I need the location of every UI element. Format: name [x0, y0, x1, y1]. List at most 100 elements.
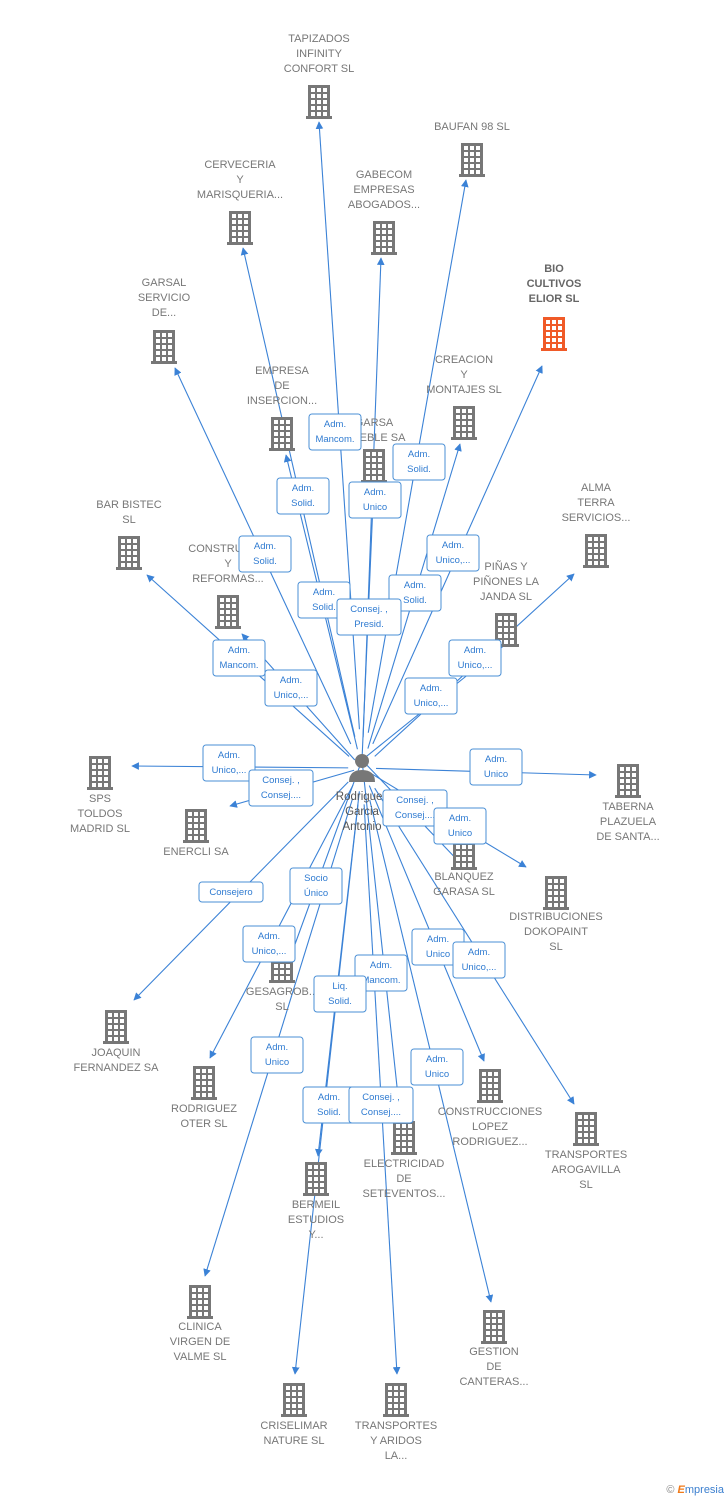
company-name-line: BIO: [544, 263, 564, 275]
company-name-line: NATURE SL: [264, 1435, 325, 1447]
company-name-line: DE...: [152, 307, 176, 319]
company-name-line: CONFORT SL: [284, 63, 355, 75]
edge-label-gabecom: Adm.Solid.: [392, 443, 446, 481]
edge-label-text: Adm.: [468, 947, 490, 958]
building-icon: [383, 1383, 409, 1417]
edge-label-text: Adm.: [464, 645, 486, 656]
edge-label-text: Adm.: [404, 580, 426, 591]
person-name-line: Antonio: [342, 821, 381, 833]
company-node-construccionesl[interactable]: CONSTRUCCIONESLOPEZRODRIGUEZ...: [438, 1069, 543, 1148]
edge-label-text: Adm.: [370, 960, 392, 971]
company-name-line: LOPEZ: [472, 1121, 508, 1133]
edge-label-text: Consej....: [361, 1107, 401, 1118]
building-icon: [306, 85, 332, 119]
company-name-line: DE: [486, 1361, 501, 1373]
company-node-alma[interactable]: ALMATERRASERVICIOS...: [562, 482, 631, 568]
edge-label-text: Solid.: [317, 1107, 341, 1118]
company-node-baufan[interactable]: BAUFAN 98 SL: [434, 121, 510, 177]
edge-label-transportesa: Adm.Unico,...: [452, 941, 506, 979]
company-node-construcc[interactable]: CONSTRUCC...YREFORMAS...: [188, 543, 268, 629]
company-name-line: ABOGADOS...: [348, 199, 420, 211]
edge-label-tapizados: Adm.Mancom.: [308, 413, 362, 451]
company-name-line: SL: [275, 1001, 288, 1013]
company-node-electricidad[interactable]: ELECTRICIDADDESETEVENTOS...: [363, 1121, 446, 1200]
edge-construccionesl: [368, 785, 485, 1062]
building-icon: [215, 595, 241, 629]
building-icon: [361, 449, 387, 483]
company-name-line: ENERCLI SA: [163, 846, 229, 858]
edge-label-text: Solid.: [253, 556, 277, 567]
company-node-cerveceria[interactable]: CERVECERIAYMARISQUERIA...: [197, 159, 283, 245]
company-name-line: INSERCION...: [247, 395, 317, 407]
company-name-line: DOKOPAINT: [524, 926, 588, 938]
company-name-line: CANTERAS...: [459, 1376, 528, 1388]
building-icon: [481, 1310, 507, 1344]
edge-label-text: Solid.: [291, 498, 315, 509]
company-name-line: PIÑAS Y: [484, 560, 528, 573]
edge-label-text: Mancom.: [315, 434, 354, 445]
company-name-line: RODRIGUEZ: [171, 1103, 237, 1115]
company-name-line: Y: [224, 558, 232, 570]
company-name-line: TABERNA: [602, 801, 654, 813]
company-name-line: JANDA SL: [480, 591, 532, 603]
edge-label-construcc: Adm.Unico,...: [264, 669, 318, 707]
company-name-line: SL: [122, 514, 135, 526]
company-node-gestion[interactable]: GESTION DE CANTERAS...: [459, 1310, 529, 1388]
edge-label-text: Adm.: [266, 1042, 288, 1053]
company-name-line: DE: [396, 1173, 411, 1185]
building-icon: [269, 417, 295, 451]
edge-label-text: Adm.: [408, 449, 430, 460]
edge-label-bermeil: Liq.Solid.: [313, 975, 367, 1013]
company-node-gabecom[interactable]: GABECOMEMPRESASABOGADOS...: [348, 169, 420, 255]
edge-label-text: Consej....: [261, 790, 301, 801]
company-name-line: Y...: [308, 1229, 323, 1241]
edge-label-text: Consej. ,: [262, 775, 300, 786]
edge-label-gestion: Adm.Unico: [410, 1048, 464, 1086]
copyright-icon: ©: [666, 1484, 675, 1496]
edge-label-garsa: Adm.Unico: [348, 481, 402, 519]
company-name-line: JOAQUIN: [92, 1047, 141, 1059]
company-name-line: MONTAJES SL: [426, 384, 502, 396]
edge-label-text: Adm.: [313, 587, 335, 598]
company-name-line: MADRID SL: [70, 823, 130, 835]
edge-label-sps: Adm.Unico,...: [202, 744, 256, 782]
company-name-line: SERVICIOS...: [562, 512, 631, 524]
company-name-line: GARASA SL: [433, 886, 495, 898]
company-node-enercli[interactable]: ENERCLI SA: [163, 809, 229, 858]
company-name-line: CULTIVOS: [527, 278, 582, 290]
company-node-empresa[interactable]: EMPRESADEINSERCION...: [247, 365, 317, 451]
company-node-garsal[interactable]: GARSALSERVICIODE...: [138, 277, 191, 364]
company-name-line: GESTION: [469, 1346, 519, 1358]
company-name-line: TAPIZADOS: [288, 33, 350, 45]
edge-label-text: Adm.: [420, 683, 442, 694]
edge-label-enercli: Consej. , Consej....: [248, 769, 314, 807]
company-name-line: EMPRESAS: [353, 184, 414, 196]
edge-label-text: Mancom.: [361, 975, 400, 986]
edge-label-creacion: Adm. Solid.: [388, 574, 442, 612]
company-node-bermeil[interactable]: BERMEILESTUDIOSY...: [288, 1162, 344, 1241]
edge-label-text: Solid.: [403, 595, 427, 606]
building-icon: [573, 1112, 599, 1146]
company-name-line: Y ARIDOS: [370, 1435, 422, 1447]
company-name-line: DISTRIBUCIONES: [509, 911, 603, 923]
edge-label-baufan: Adm.Unico,...: [426, 534, 480, 572]
company-name-line: Y: [236, 174, 244, 186]
